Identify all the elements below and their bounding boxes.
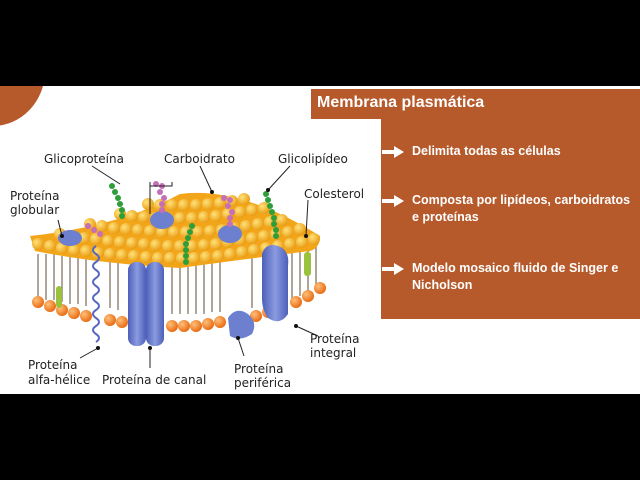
label-colesterol: Colesterol xyxy=(304,187,365,201)
title-bar: Membrana plasmática xyxy=(311,89,640,119)
protein-channel xyxy=(128,262,164,346)
label-proteina-canal: Proteína de canal xyxy=(102,373,207,387)
protein-globular xyxy=(58,230,82,246)
protein-peripheral xyxy=(228,310,255,339)
label-proteina-alfa-1: Proteína xyxy=(28,358,78,372)
slide: Glicoproteína Carboidrato Glicolipídeo P… xyxy=(0,86,640,394)
bullet-text: Modelo mosaico fluido de Singer e Nichol… xyxy=(412,261,619,292)
arrow-right-icon xyxy=(382,146,404,158)
cholesterol xyxy=(56,252,311,308)
label-proteina-integral-1: Proteína xyxy=(310,332,360,346)
arrow-right-icon xyxy=(382,195,404,207)
carbohydrate-chains xyxy=(85,181,279,265)
leader-dots xyxy=(60,188,308,350)
bullet-text: Composta por lipídeos, carboidratos e pr… xyxy=(412,193,631,224)
label-proteina-globular-2: globular xyxy=(10,203,60,217)
label-proteina-periferica-2: periférica xyxy=(234,376,292,390)
alpha-helix xyxy=(92,245,100,343)
label-glicolipideo: Glicolipídeo xyxy=(278,152,348,166)
label-proteina-alfa-2: alfa-hélice xyxy=(28,373,91,387)
label-proteina-globular-1: Proteína xyxy=(10,189,60,203)
leader-lines xyxy=(57,165,319,368)
label-carboidrato: Carboidrato xyxy=(164,152,235,166)
bullet-panel: Delimita todas as células Composta por l… xyxy=(381,119,640,319)
slide-title: Membrana plasmática xyxy=(317,94,485,111)
glycoprotein-body xyxy=(150,211,242,243)
protein-integral xyxy=(262,245,289,322)
label-proteina-periferica-1: Proteína xyxy=(234,362,284,376)
lipid-heads-top xyxy=(30,192,320,268)
label-glicoproteina: Glicoproteína xyxy=(44,152,124,166)
label-proteina-integral-2: integral xyxy=(310,346,357,360)
membrane-diagram xyxy=(30,165,326,368)
arrow-right-icon xyxy=(382,263,404,275)
lipid-tails xyxy=(37,246,317,314)
bullet-text: Delimita todas as células xyxy=(412,144,561,158)
